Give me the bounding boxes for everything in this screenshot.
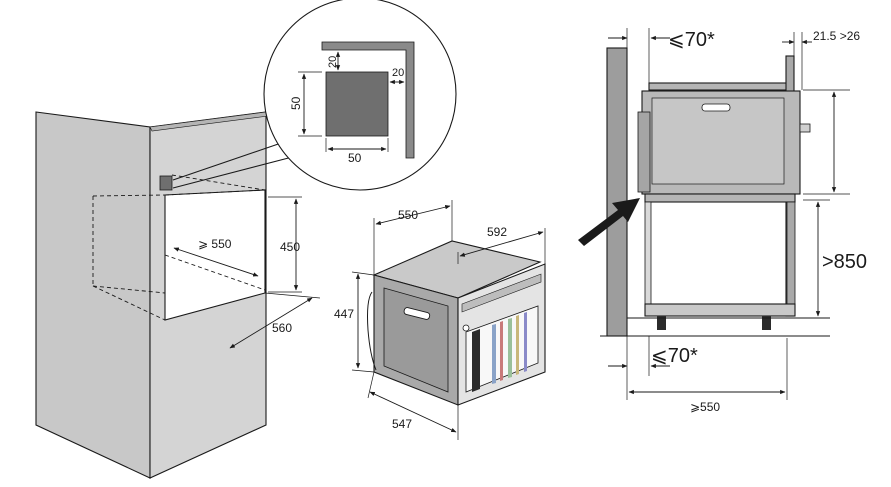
rear-gap-label: 21.5 >26 — [813, 29, 860, 43]
side-lower-shelf — [644, 193, 796, 203]
side-wall — [606, 47, 628, 337]
zoom-height-label: 50 — [289, 96, 303, 110]
insertion-arrow-icon — [578, 198, 640, 246]
side-base-plinth — [644, 303, 796, 317]
opening-depth-label: 560 — [272, 321, 292, 335]
side-top-shelf — [648, 82, 794, 91]
zoom-width-label: 50 — [348, 151, 362, 165]
zoom-top-offset-label: 20 — [327, 56, 339, 68]
zoom-corner-bracket — [321, 41, 415, 159]
bottom-clearance-label: ⩽70* — [651, 345, 698, 367]
side-oven-handle — [701, 103, 731, 112]
appliance-illustration: 550 592 447 547 — [334, 200, 546, 440]
cabinet-side-panel — [35, 111, 151, 479]
min-depth-label: ⩾550 — [690, 400, 720, 414]
appliance-handle — [403, 307, 431, 320]
appliance-window-stripes — [472, 312, 527, 392]
cabinet-notch — [159, 175, 173, 191]
appliance-height-label: 447 — [334, 307, 354, 321]
zoom-detail: 50 50 20 20 — [172, 0, 457, 191]
floor-height-label: >850 — [822, 251, 867, 273]
top-clearance-label: ⩽70* — [668, 29, 715, 51]
zoom-side-offset-label: 20 — [392, 67, 404, 79]
zoom-notch-square — [325, 71, 389, 137]
appliance-width-label: 592 — [487, 225, 507, 239]
opening-height-label: 450 — [280, 240, 300, 254]
appliance-body-depth-label: 547 — [392, 417, 412, 431]
side-view-illustration: ⩽70* 21.5 >26 >850 ⩽70* ⩾550 — [578, 28, 867, 414]
appliance-depth-label: 550 — [398, 208, 418, 222]
opening-width-label: ⩾ 550 — [198, 237, 232, 251]
cabinet-illustration: ⩾ 550 450 560 — [35, 111, 321, 479]
